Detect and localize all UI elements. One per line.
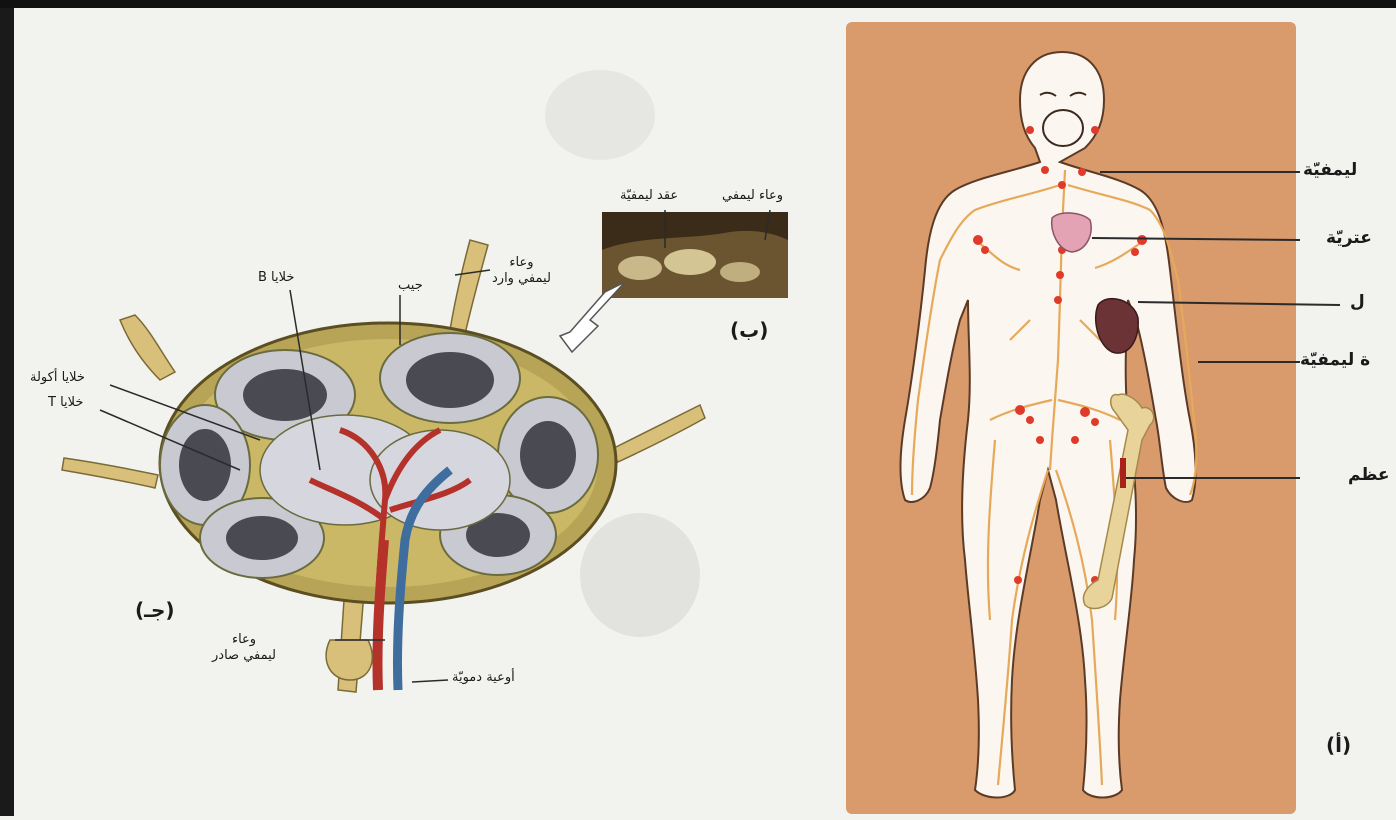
label-lymph-nodes: ليمفيّة — [1303, 160, 1357, 180]
photo-node — [618, 256, 662, 280]
bone-marrow-mark — [1120, 458, 1126, 488]
panel-c-label: (جـ) — [135, 598, 175, 622]
label-b-cells: خلايا B — [258, 270, 294, 285]
label-photo-lymph-vessel: وعاء ليمفي — [722, 188, 783, 203]
efferent-valve — [326, 640, 372, 680]
label-sinus: جيب — [398, 278, 423, 293]
faint-blob — [580, 513, 700, 637]
faint-blob — [545, 70, 655, 160]
label-photo-lymph-node: عقد ليمفيّة — [620, 188, 678, 203]
panel-b-label: (ب) — [730, 318, 768, 342]
label-t-cells: خلايا T — [48, 395, 83, 410]
photo-node — [664, 249, 716, 275]
label-thymus: عتريّة — [1326, 228, 1372, 248]
panel-a-label: (أ) — [1326, 733, 1351, 757]
left-edge — [0, 8, 14, 816]
top-edge — [0, 0, 1396, 8]
photo-node — [720, 262, 760, 282]
panel-a — [846, 22, 1340, 814]
face-mouth — [1043, 110, 1083, 146]
label-spleen: ل — [1350, 292, 1365, 312]
label-lymph-vessels: ة ليمفيّة — [1300, 350, 1370, 370]
label-afferent-vessel: وعاء ليمفي وارد — [492, 255, 551, 287]
label-blood-vessels: أوعية دمويّة — [452, 670, 515, 685]
label-bone-marrow: عظم — [1348, 465, 1390, 485]
label-macrophages: خلايا أكولة — [30, 370, 85, 385]
label-efferent-vessel: وعاء ليمفي صادر — [212, 632, 276, 664]
